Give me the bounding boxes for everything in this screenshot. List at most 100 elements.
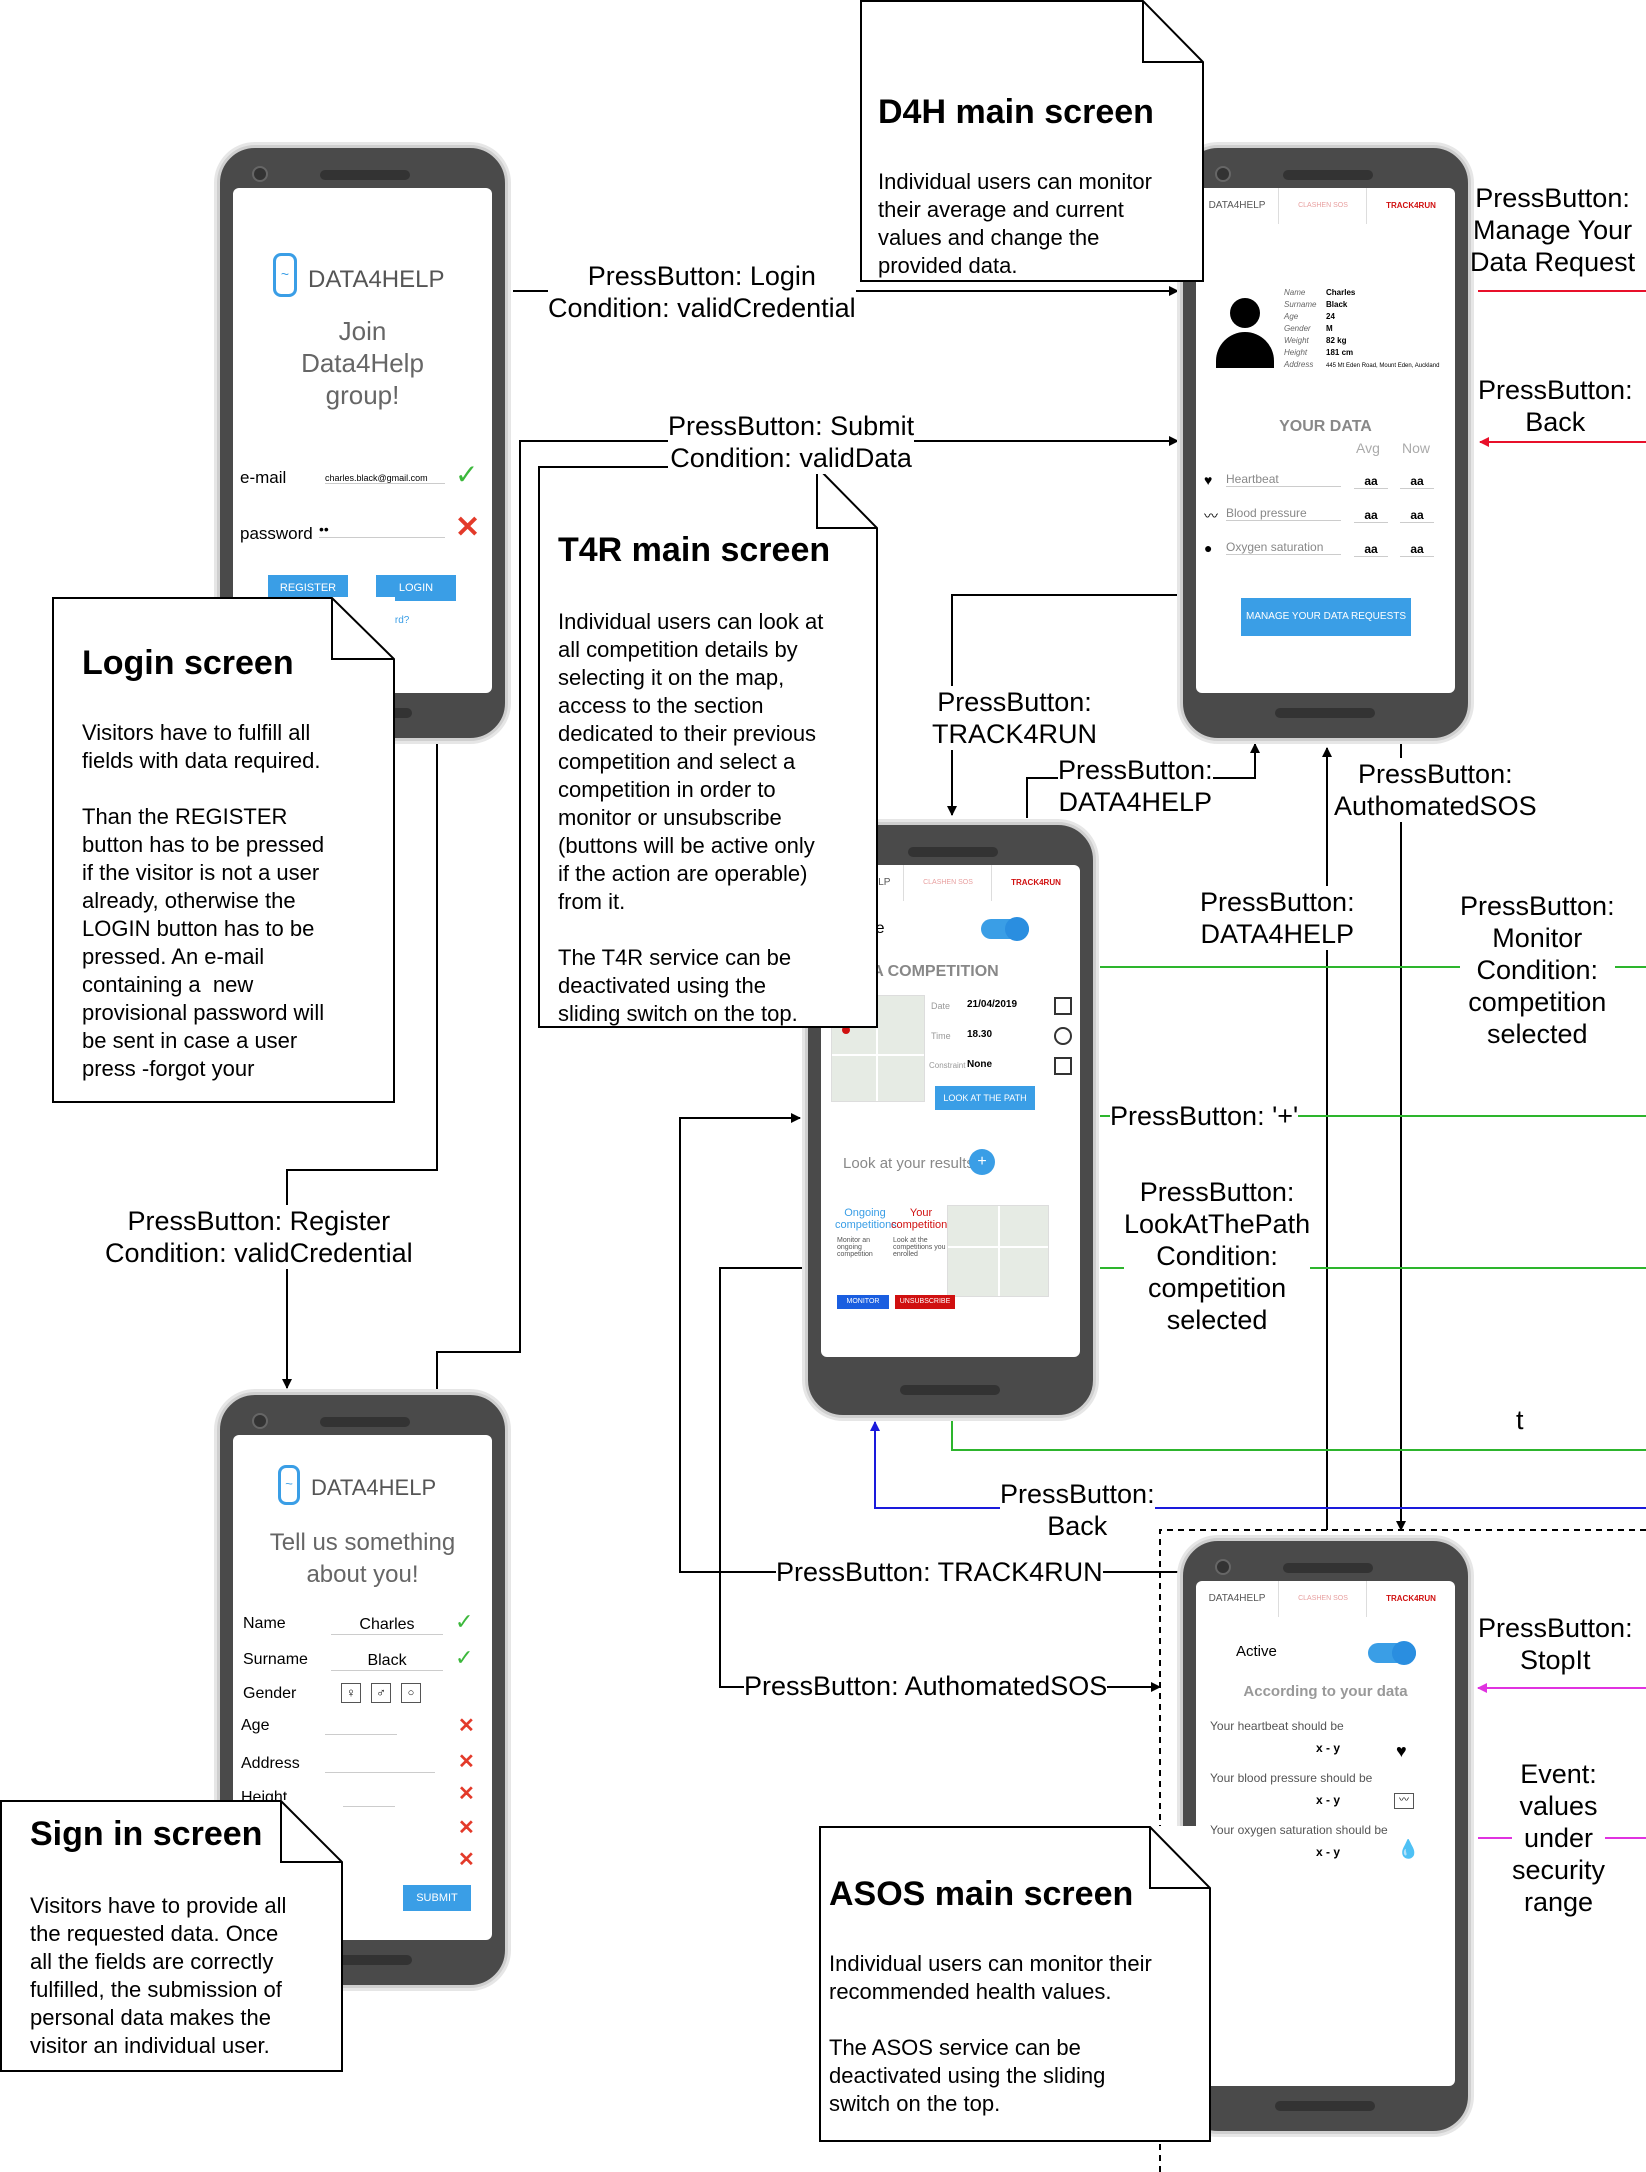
t4r-phone: DATA4HELP CLASHEN SOS TRACK4RUN Active J… — [805, 822, 1096, 1418]
tab-data4help[interactable]: DATA4HELP — [1196, 1581, 1279, 1617]
date-label: Date — [931, 1001, 951, 1011]
tab-sos[interactable]: CLASHEN SOS — [1280, 188, 1367, 224]
manage-data-requests-button[interactable]: MANAGE YOUR DATA REQUESTS — [1241, 598, 1411, 636]
edge-label-sos: PressButton: AuthomatedSOS — [1334, 758, 1537, 822]
edge-label-back-t4r: PressButton: Back — [1000, 1478, 1155, 1542]
heart-icon: ♥ — [1204, 472, 1213, 488]
cross-icon: ✕ — [455, 511, 481, 544]
edge-label-back-d4h: PressButton: Back — [1478, 375, 1633, 437]
headline-2: Data4Help — [301, 348, 424, 378]
height-field[interactable] — [325, 1805, 395, 1807]
heartbeat-range: x - y — [1315, 1741, 1340, 1755]
name-field[interactable]: Charles — [331, 1616, 443, 1635]
other-gender-icon[interactable]: ○ — [401, 1683, 421, 1703]
avg-value: aa — [1354, 508, 1388, 523]
look-at-the-path-button[interactable]: LOOK AT THE PATH — [935, 1086, 1035, 1110]
date-value: 21/04/2019 — [967, 999, 1018, 1010]
active-toggle[interactable] — [1368, 1641, 1416, 1665]
headline-1: Tell us something — [269, 1529, 456, 1556]
tab-track4run[interactable]: TRACK4RUN — [1011, 878, 1061, 887]
note-body: Individual users can look at all competi… — [558, 609, 824, 1026]
register-button[interactable]: REGISTER — [268, 575, 348, 601]
checklist-icon[interactable] — [1054, 1057, 1072, 1075]
tab-data4help[interactable]: DATA4HELP — [1196, 188, 1279, 224]
tab-track4run[interactable]: TRACK4RUN — [1386, 1594, 1436, 1603]
login-button[interactable]: LOGIN — [376, 575, 456, 601]
tab-track4run[interactable]: TRACK4RUN — [1386, 201, 1436, 210]
profile-value: M — [1326, 324, 1333, 333]
competition-map[interactable] — [947, 1205, 1049, 1297]
monitor-button[interactable]: MONITOR — [837, 1295, 889, 1309]
constraint-value: None — [967, 1059, 992, 1070]
profile-key: Height — [1284, 348, 1308, 357]
female-icon[interactable]: ♀ — [341, 1683, 361, 1703]
tab-sos[interactable]: CLASHEN SOS — [1280, 1581, 1367, 1617]
avg-header: Avg — [1356, 440, 1380, 456]
submit-button[interactable]: SUBMIT — [403, 1885, 471, 1911]
clock-icon[interactable] — [1054, 1027, 1072, 1045]
address-field[interactable] — [325, 1771, 435, 1773]
now-value: aa — [1400, 474, 1434, 489]
email-field[interactable]: charles.black@gmail.com — [325, 473, 445, 484]
edge-register — [282, 742, 438, 1389]
t4r-screen: DATA4HELP CLASHEN SOS TRACK4RUN Active J… — [821, 865, 1080, 1357]
edge-t — [951, 1418, 1646, 1451]
edge-label-track4run: PressButton: TRACK4RUN — [932, 686, 1098, 750]
according-heading: According to your data — [1243, 1683, 1408, 1700]
heartbeat-label: Your heartbeat should be — [1210, 1719, 1344, 1733]
avg-value: aa — [1354, 542, 1388, 557]
now-value: aa — [1400, 508, 1434, 523]
note-body: Individual users can monitor their avera… — [878, 169, 1152, 278]
password-field[interactable]: •• — [319, 521, 445, 538]
headline-3: group! — [325, 380, 400, 410]
active-toggle[interactable] — [981, 917, 1029, 941]
age-field[interactable] — [325, 1733, 397, 1735]
cross-icon: ✕ — [458, 1751, 475, 1773]
profile-value: 181 cm — [1326, 348, 1354, 357]
edge-back-t4r — [870, 1421, 1646, 1509]
metric-label: Oxygen saturation — [1226, 540, 1341, 555]
your-data-heading: YOUR DATA — [1279, 418, 1372, 435]
metric-label: Heartbeat — [1226, 472, 1341, 487]
oxygen-label: Your oxygen saturation should be — [1210, 1823, 1388, 1837]
ongoing-desc: Monitor an ongoing competition — [837, 1237, 873, 1258]
time-value: 18.30 — [967, 1029, 993, 1040]
tab-sos[interactable]: CLASHEN SOS — [905, 865, 992, 901]
unsubscribe-button[interactable]: UNSUBSCRIBE — [895, 1295, 955, 1309]
asos-screen: DATA4HELP CLASHEN SOS TRACK4RUN Active A… — [1196, 1581, 1455, 2086]
edge-label-submit: PressButton: Submit Condition: validData — [668, 410, 915, 474]
profile-row: Height 181 cm — [1284, 348, 1454, 360]
metric-label: Blood pressure — [1226, 506, 1341, 521]
add-button[interactable]: + — [969, 1149, 995, 1175]
edge-label-sos-low: PressButton: AuthomatedSOS — [744, 1670, 1108, 1702]
note-title: Sign in screen — [30, 1815, 263, 1853]
edge-label-stopit: PressButton: StopIt — [1478, 1613, 1633, 1675]
oxygen-range: x - y — [1315, 1845, 1340, 1859]
note-body: Visitors have to provide all the request… — [30, 1893, 287, 2058]
edge-label-login: PressButton: Login Condition: validCrede… — [548, 260, 856, 324]
note-login: Login screen Visitors have to fulfill al… — [52, 597, 395, 1103]
edge-label-monitor: PressButton: Monitor Condition: competit… — [1460, 890, 1615, 1050]
male-icon[interactable]: ♂ — [371, 1683, 391, 1703]
profile-key: Name — [1284, 288, 1306, 297]
calendar-icon[interactable] — [1054, 997, 1072, 1015]
profile-value: Black — [1326, 300, 1348, 309]
edge-label-lookpath: PressButton: LookAtThePath Condition: co… — [1124, 1176, 1311, 1336]
drop-icon: 💧 — [1397, 1839, 1420, 1859]
surname-field[interactable]: Black — [331, 1652, 443, 1671]
note-title: ASOS main screen — [829, 1875, 1134, 1913]
check-icon: ✓ — [455, 459, 479, 490]
headline-2: about you! — [306, 1561, 419, 1588]
brand: DATA4HELP — [308, 266, 445, 293]
avatar — [1214, 298, 1276, 368]
now-header: Now — [1402, 440, 1431, 456]
blood-pressure-label: Your blood pressure should be — [1210, 1771, 1373, 1785]
edge-label-data4help-mid: PressButton: DATA4HELP — [1200, 886, 1355, 950]
